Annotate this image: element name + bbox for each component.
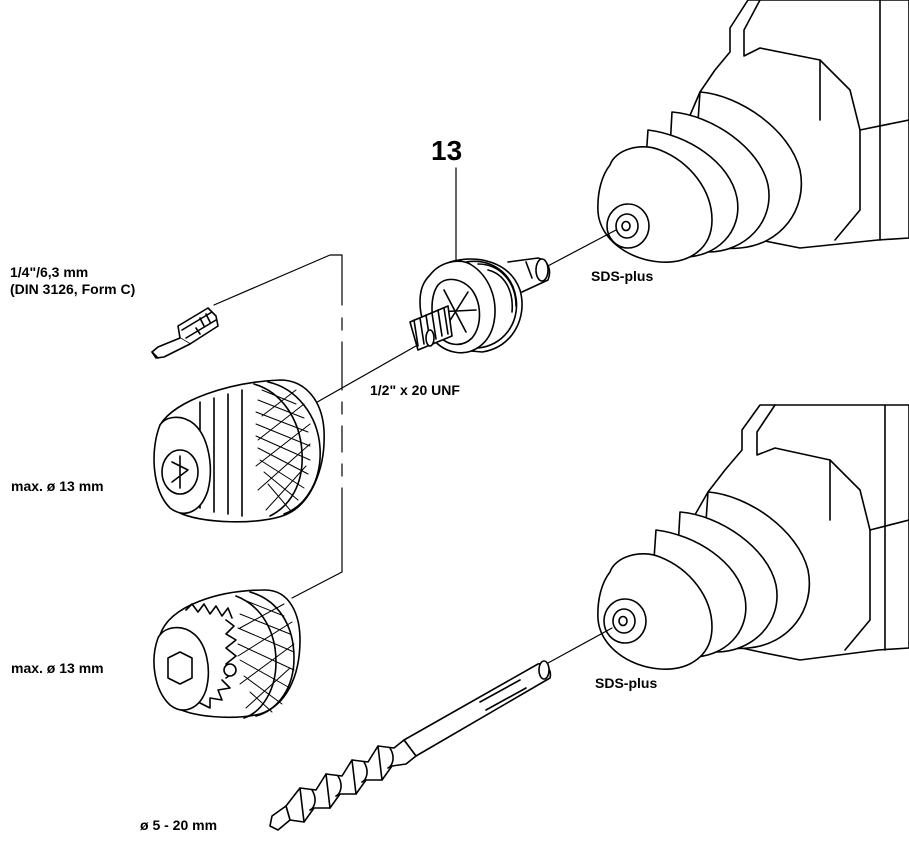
alignment-lines (213, 167, 617, 664)
axis-chuck-to-adapter (311, 337, 431, 406)
part-number-label: 13 (431, 135, 463, 166)
adapter-ring-c (487, 269, 513, 313)
drill-bit-carbide-tip (269, 805, 291, 831)
drill-bit-shank-end (538, 660, 550, 680)
bracket-top (213, 254, 343, 306)
drill-bit-range-label: ø 5 - 20 mm (140, 817, 218, 833)
drill-bottom-housing-ridge (829, 459, 909, 531)
sds-drill-bit (269, 660, 552, 831)
keyless-chuck (153, 379, 325, 523)
drill-bit-shank-grooves (479, 679, 527, 711)
thread-size-label: 1/2" x 20 UNF (370, 382, 460, 398)
adapter-thread-tip (425, 329, 435, 347)
keyless-chuck-max-label: max. ø 13 mm (11, 478, 104, 494)
adapter-shank-end (535, 258, 549, 282)
screwdriver-bit-standard-label: (DIN 3126, Form C) (10, 281, 136, 297)
keyed-chuck (153, 589, 301, 719)
bit-hex-edges (181, 311, 217, 339)
sds-plus-top-label: SDS-plus (591, 268, 654, 284)
keyed-chuck-knurl-hatch (237, 599, 295, 713)
drill-bit-flute-spiral (299, 745, 394, 823)
bracket-bottom (291, 571, 343, 599)
keyed-chuck-key-hole (223, 663, 237, 677)
adapter-ring-b (477, 263, 517, 307)
keyless-chuck-knurl-hatch (255, 389, 311, 511)
adapter-thread-lines (413, 307, 449, 347)
hammer-drill-top (597, 0, 909, 263)
keyless-chuck-jaws (171, 455, 189, 489)
keyed-chuck-hex-mouth (167, 651, 193, 685)
drill-bottom-sds-hole (618, 615, 628, 627)
bit-blade-tip (151, 351, 159, 359)
drill-bit-flute (285, 739, 417, 823)
hammer-drill-bottom (597, 404, 909, 670)
chuck-adapter (409, 257, 551, 354)
screwdriver-bit-size-label: 1/4"/6,3 mm (10, 264, 89, 280)
bit-blade (151, 337, 191, 359)
drill-bit-shank (403, 662, 552, 757)
bit-hex-shank (177, 307, 219, 345)
keyed-chuck-max-label: max. ø 13 mm (11, 660, 104, 676)
axis-adapter-to-drill (543, 229, 617, 269)
adapter-thread-spindle (409, 305, 453, 351)
drill-top-sds-hole (621, 220, 631, 232)
adapter-shank-groove (525, 261, 533, 279)
drill-top-housing-ridge (819, 59, 909, 131)
screwdriver-bit (151, 307, 219, 359)
sds-plus-bottom-label: SDS-plus (595, 675, 658, 691)
axis-bit-to-drill (547, 627, 613, 664)
